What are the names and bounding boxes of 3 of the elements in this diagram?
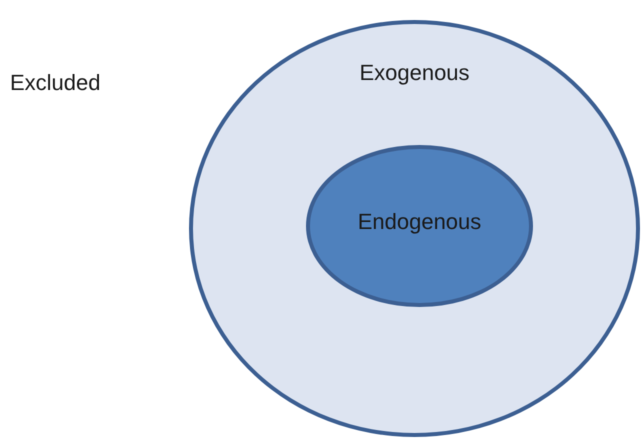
outside-label: Excluded	[10, 70, 101, 96]
ellipse-label: Endogenous	[358, 209, 482, 235]
ellipse-label: Exogenous	[359, 60, 470, 86]
